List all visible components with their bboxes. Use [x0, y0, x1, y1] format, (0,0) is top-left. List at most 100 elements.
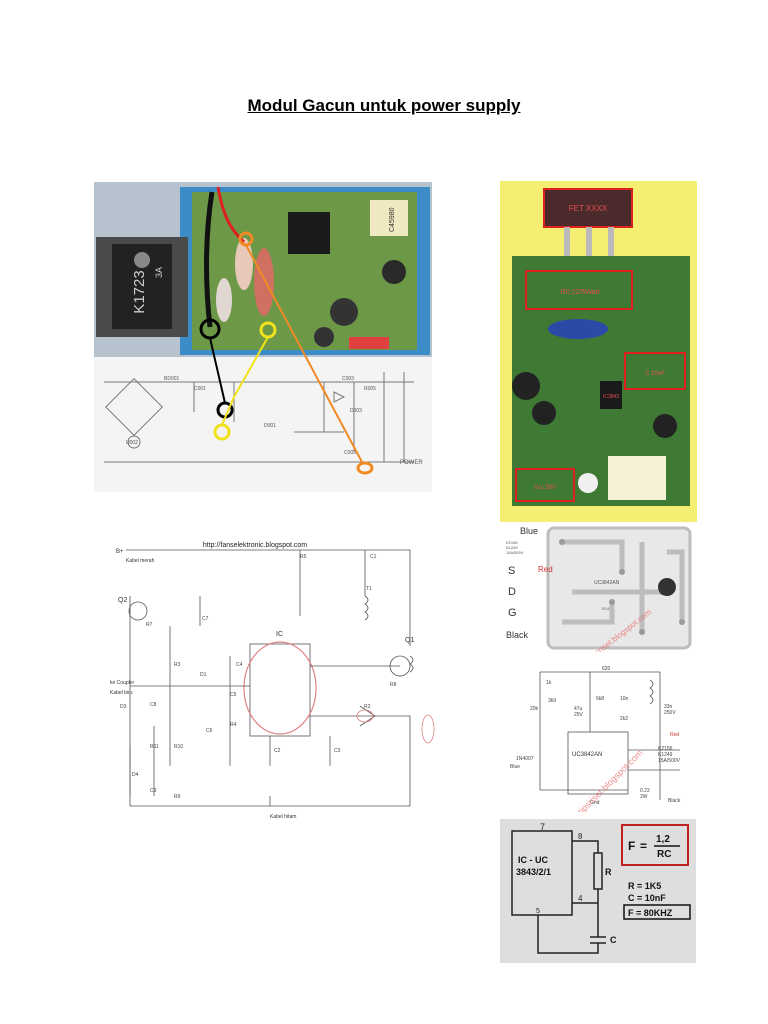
- board-photo-figure: FET XXXX R0,22/5Watt C 10uF IC3843 Vcc 5…: [500, 181, 697, 522]
- schem-part-8: C003: [344, 450, 356, 456]
- ref-r4: R4: [230, 722, 237, 728]
- uc-lbl-4: 6k8: [596, 696, 604, 702]
- pcb-part-5: UC3842AN: [594, 580, 620, 586]
- board-code: C45980: [389, 207, 396, 232]
- uc-lbl-5: 47u: [574, 706, 583, 712]
- ref-c6: C6: [206, 728, 213, 734]
- pcb-label-s: S: [508, 565, 515, 577]
- ref-r9: R9: [174, 794, 181, 800]
- ref-c1: C1: [370, 554, 377, 560]
- ref-c3: C3: [334, 748, 341, 754]
- board-photo-svg: FET XXXX R0,22/5Watt C 10uF IC3843 Vcc 5…: [500, 181, 697, 522]
- uc-lbl-3: 20k: [530, 706, 539, 712]
- value-r: R = 1K5: [628, 881, 661, 891]
- uc-lbl-15: K1249: [658, 752, 673, 758]
- pcb-label-d: D: [508, 586, 516, 598]
- ref-r11: R11: [150, 744, 159, 750]
- uc-lbl-16: 15A/500V: [658, 758, 681, 764]
- schem-part-4: R005: [364, 386, 376, 392]
- uc-lbl-10: 250V: [664, 710, 676, 716]
- ref-c8: C8: [150, 702, 157, 708]
- ref-c9: C9: [150, 788, 157, 794]
- uc-lbl-7: 10n: [620, 696, 629, 702]
- ic-chip: [288, 212, 330, 254]
- formula-box: [621, 824, 689, 866]
- formula-f: F: [628, 839, 635, 853]
- ic-label-1: IC - UC: [518, 855, 548, 865]
- uc-lbl-2: 3k9: [548, 698, 556, 704]
- schem-part-6: D003: [350, 408, 362, 414]
- value-f: F = 80KHZ: [628, 908, 673, 918]
- ref-t1: T1: [366, 586, 372, 592]
- marked-resistor: R0,22/5Watt: [561, 289, 600, 296]
- uc-lbl-19: 0.22: [640, 788, 650, 794]
- ic-label-2: 3843/2/1: [516, 867, 551, 877]
- ic-label: IC: [276, 631, 283, 638]
- result-box: [623, 904, 691, 920]
- uc-lbl-13: 1N4007: [516, 756, 534, 762]
- marked-capacitor: C 10uF: [645, 371, 665, 377]
- schem-part-7: U002: [126, 440, 138, 446]
- pcb-part-3: 15A/500V: [506, 550, 524, 555]
- formula-figure: 7 8 4 5 IC - UC 3843/2/1 R C F = 1,2 RC …: [500, 819, 696, 963]
- r-label: R: [605, 867, 612, 877]
- pin-4: 4: [578, 894, 583, 903]
- ref-d4: D4: [132, 772, 139, 778]
- uc-lbl-8: 2k2: [620, 716, 628, 722]
- kabel-hitam-label: Kabel hitam: [270, 814, 296, 820]
- fet-component: [543, 188, 633, 228]
- gacun-schematic-figure: http://fanselektronic.blogspot.com B+ Ka…: [110, 536, 440, 836]
- kabel-biru-label: Kabel biru: [110, 690, 133, 696]
- ref-c5: C5: [230, 692, 237, 698]
- uc-lbl-14: K2156: [658, 746, 673, 752]
- uc-lbl-12: Blue: [510, 764, 520, 770]
- ref-r10: R10: [174, 744, 183, 750]
- q2-label: Q2: [118, 597, 127, 604]
- marked-vcc: Vcc 50V: [534, 485, 556, 491]
- transistor-sub: 3A: [154, 267, 164, 278]
- uc-schematic-figure: UC3842AN 620 1k 3k9 20k 6k8 47u 25V 10n …: [510, 660, 692, 812]
- uc-ic-name: UC3842AN: [572, 752, 602, 758]
- q1-label: Q1: [405, 637, 414, 644]
- ref-c2: C2: [274, 748, 281, 754]
- pcb-label-black: Black: [506, 630, 529, 640]
- pcb-part-1: K2156: [506, 540, 518, 545]
- formula-svg: 7 8 4 5 IC - UC 3843/2/1 R C F = 1,2 RC …: [500, 819, 696, 963]
- document-title: Modul Gacun untuk power supply: [247, 96, 521, 115]
- pcb-part-2: K1249: [506, 545, 518, 550]
- uc-lbl-1: 1k: [546, 680, 552, 686]
- ref-r8: R8: [390, 682, 397, 688]
- schem-part-3: C003: [342, 376, 354, 382]
- schem-power-label: POWER: [400, 460, 423, 466]
- uc-lbl-11: Red: [670, 732, 679, 738]
- value-c: C = 10nF: [628, 893, 666, 903]
- pcb-label-blue: Blue: [520, 526, 538, 536]
- transistor-label: K1723: [131, 270, 148, 313]
- kabel-merah-label: Kabel merah: [126, 558, 155, 564]
- uc-lbl-9: 33n: [664, 704, 673, 710]
- c-label: C: [610, 935, 617, 945]
- pin-7: 7: [540, 822, 545, 832]
- ref-c7: C7: [202, 616, 209, 622]
- pcb-label-g: G: [508, 607, 517, 619]
- formula-den: RC: [657, 849, 671, 860]
- uc-lbl-0: 620: [602, 666, 611, 672]
- formula-num: 1,2: [656, 834, 670, 845]
- module-photo-figure: K1723 3A C45980: [94, 182, 432, 492]
- uc-lbl-20: 2W: [640, 794, 648, 800]
- schematic-url: http://fanselektronic.blogspot.com: [203, 542, 307, 549]
- schem-part-1: BD001: [164, 376, 180, 382]
- module-photo-svg: K1723 3A C45980: [94, 182, 432, 492]
- schem-part-5: D001: [264, 423, 276, 429]
- formula-eq: =: [640, 839, 647, 853]
- ic-box: [511, 830, 573, 916]
- pcb-layout-figure: Blue Red S D G Black K2156 K1249 15A/500…: [502, 522, 696, 652]
- uc-lbl-6: 25V: [574, 712, 584, 718]
- schem-part-2: C001: [194, 386, 206, 392]
- marked-ic: IC3843: [603, 394, 619, 400]
- ref-d1: D1: [200, 672, 207, 678]
- pcb-part-4: R14: [602, 606, 610, 611]
- ref-d3: D3: [120, 704, 127, 710]
- ref-r3: R3: [174, 662, 181, 668]
- b-plus-label: B+: [116, 549, 124, 555]
